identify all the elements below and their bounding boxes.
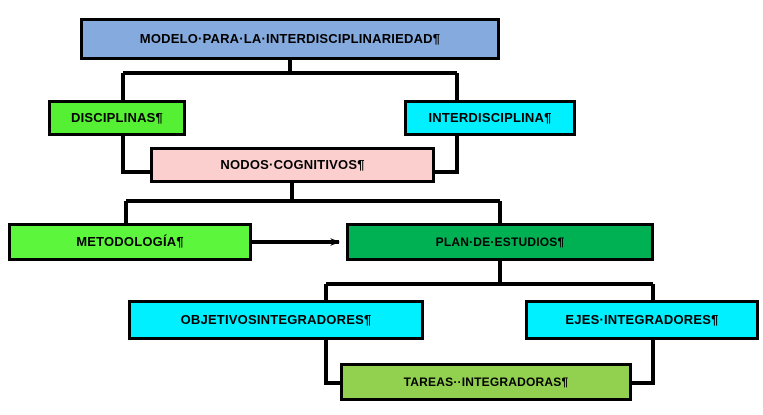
node-tareas-integradoras[interactable]: TAREAS··INTEGRADORAS¶	[340, 363, 632, 401]
node-label: PLAN·DE·ESTUDIOS¶	[435, 234, 565, 249]
edge-modelo-to-children	[121, 60, 459, 100]
node-plan-de-estudios[interactable]: PLAN·DE·ESTUDIOS¶	[346, 223, 654, 261]
node-modelo-para-la-interdisciplinariedad[interactable]: MODELO·PARA·LA·INTERDISCIPLINARIEDAD¶	[80, 18, 500, 60]
node-interdisciplina[interactable]: INTERDISCIPLINA¶	[404, 100, 576, 136]
edge-plan-to-children	[324, 261, 655, 300]
node-metodologia[interactable]: METODOLOGÍA¶	[8, 223, 252, 261]
edge-disciplinas-to-nodos	[121, 136, 150, 174]
node-label: EJES·INTEGRADORES¶	[565, 312, 719, 328]
edge-ejes-to-tareas	[632, 340, 655, 385]
node-label: METODOLOGÍA¶	[76, 234, 184, 250]
edge-interdisciplina-to-nodos	[435, 136, 459, 174]
node-label: NODOS·COGNITIVOS¶	[220, 157, 365, 173]
node-label: MODELO·PARA·LA·INTERDISCIPLINARIEDAD¶	[139, 31, 441, 47]
node-nodos-cognitivos[interactable]: NODOS·COGNITIVOS¶	[150, 147, 435, 183]
node-disciplinas[interactable]: DISCIPLINAS¶	[48, 100, 186, 136]
node-label: OBJETIVOSINTEGRADORES¶	[180, 312, 372, 328]
node-label: TAREAS··INTEGRADORAS¶	[403, 374, 569, 389]
edge-objetivos-to-tareas	[324, 340, 340, 385]
node-label: INTERDISCIPLINA¶	[428, 110, 552, 126]
node-label: DISCIPLINAS¶	[71, 110, 163, 126]
node-objetivos-integradores[interactable]: OBJETIVOSINTEGRADORES¶	[128, 300, 424, 340]
edge-nodos-to-children	[124, 183, 502, 223]
node-ejes-integradores[interactable]: EJES·INTEGRADORES¶	[525, 300, 759, 340]
